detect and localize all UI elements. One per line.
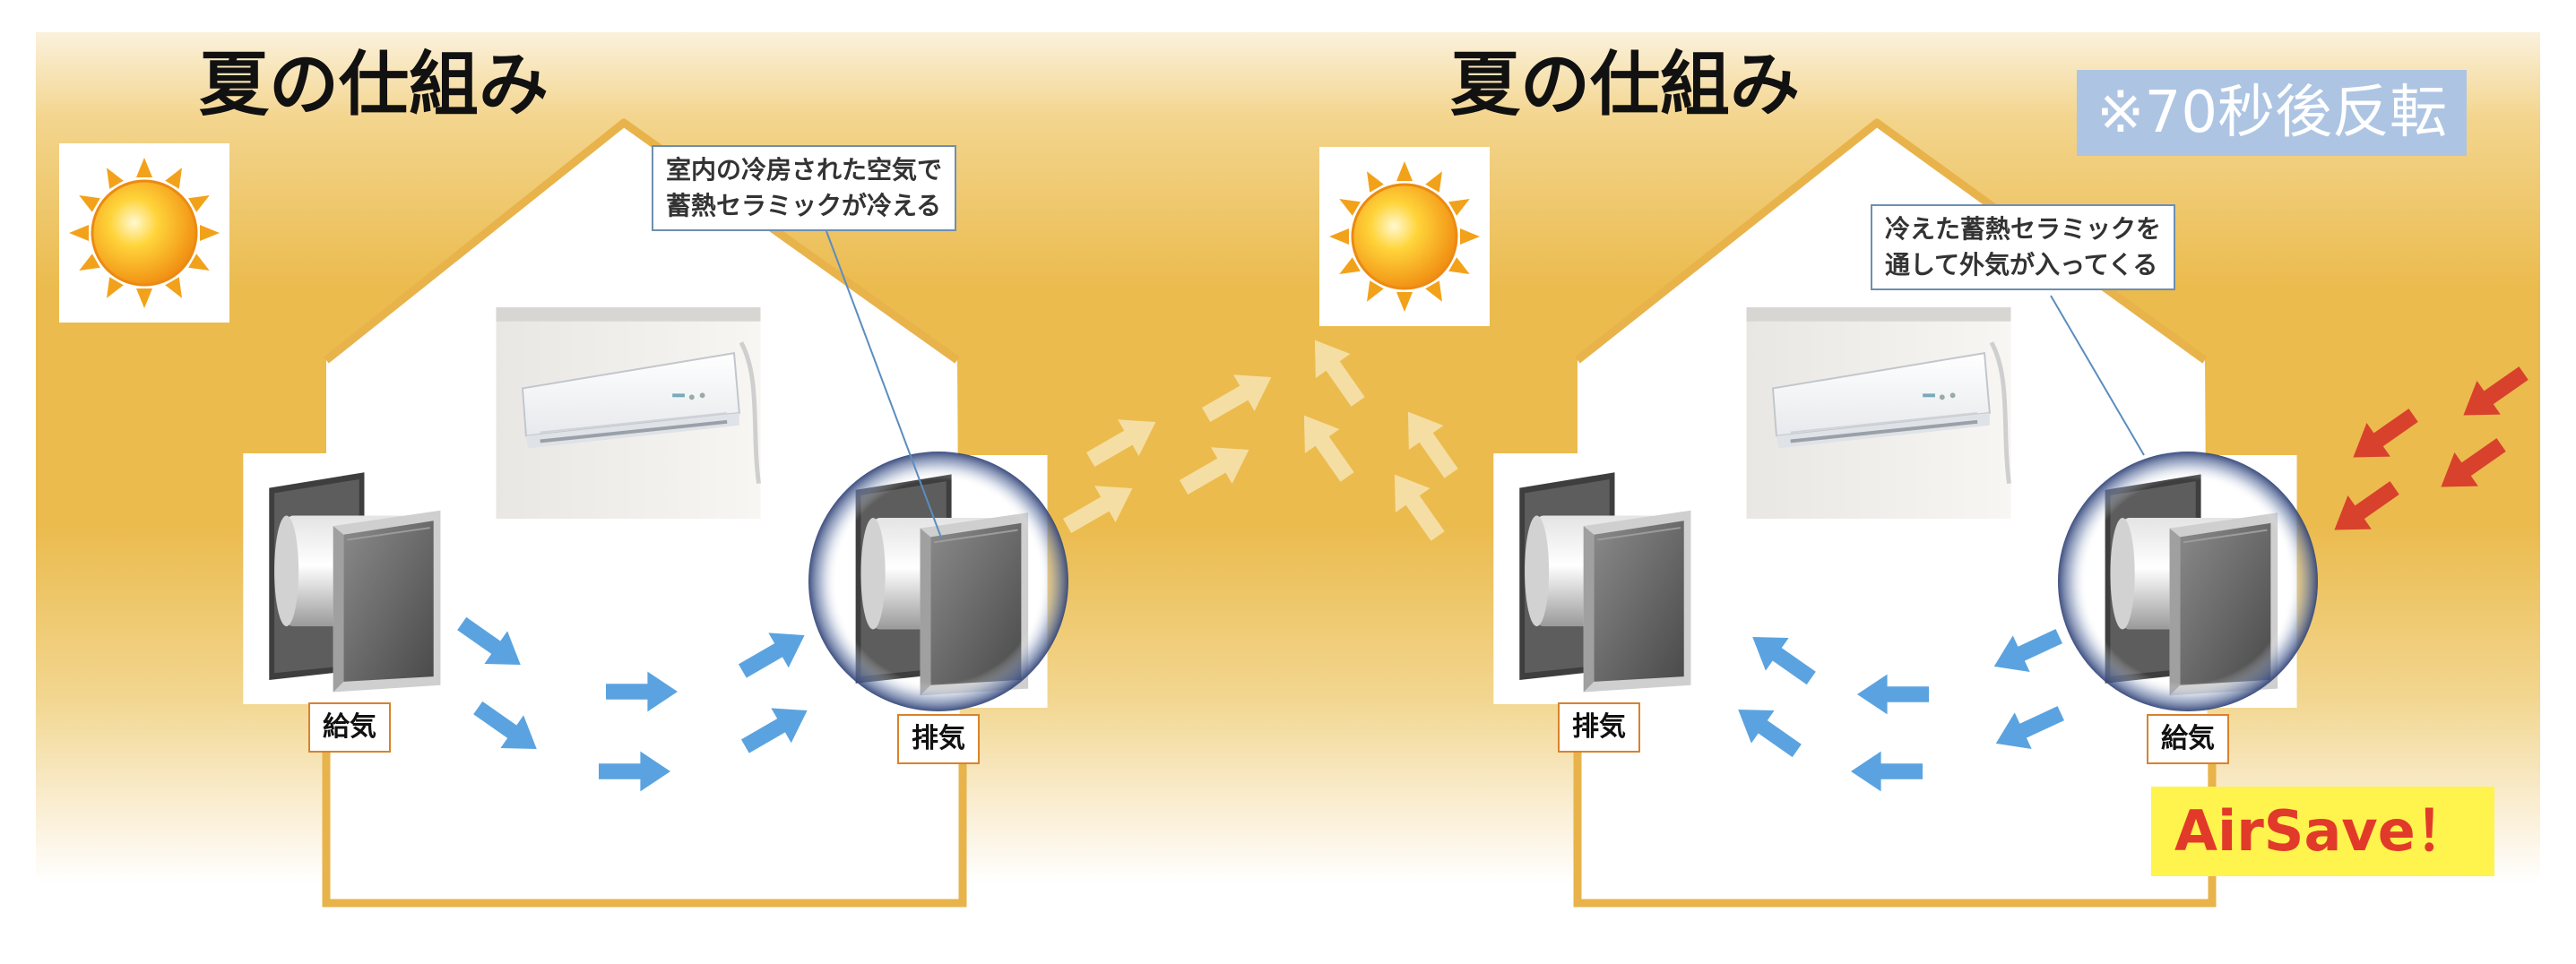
right-outdoor-airflow	[2322, 356, 2536, 547]
arrow	[1286, 403, 1365, 489]
sun-icon	[1319, 147, 1490, 326]
left-title: 夏の仕組み	[199, 45, 549, 125]
arrow	[2429, 427, 2513, 504]
left-callout-line2: 蓄熱セラミックが冷える	[666, 191, 942, 220]
right-callout-leader	[2050, 295, 2145, 456]
right-ventilation-unit-exhaust	[1492, 453, 1711, 704]
left-exhaust-label: 排気	[897, 714, 980, 764]
right-ventilation-unit-supply	[2058, 452, 2318, 711]
center-exhaust-airflow	[1056, 328, 1469, 548]
left-callout: 室内の冷房された空気で 蓄熱セラミックが冷える	[652, 145, 957, 231]
left-supply-label: 給気	[308, 702, 391, 753]
brand-label: AirSave！	[2151, 787, 2494, 876]
right-callout: 冷えた蓄熱セラミックを 通して外気が入ってくる	[1871, 204, 2176, 290]
left-ventilation-unit-supply	[242, 453, 461, 704]
right-callout-line1: 冷えた蓄熱セラミックを	[1885, 214, 2162, 244]
left-callout-line1: 室内の冷房された空気で	[666, 155, 943, 185]
right-air-conditioner	[1747, 307, 2011, 519]
left-callout-leader	[826, 230, 942, 538]
arrow	[1390, 400, 1469, 486]
reversal-notice: ※70秒後反転	[2077, 70, 2468, 156]
right-title: 夏の仕組み	[1450, 45, 1801, 125]
right-callout-line2: 通して外気が入ってくる	[1885, 250, 2158, 280]
right-supply-label: 給気	[2147, 714, 2229, 764]
arrow	[1195, 358, 1283, 434]
sun-icon	[59, 143, 229, 323]
arrow	[1079, 403, 1167, 478]
arrow	[2341, 398, 2425, 475]
left-ventilation-unit-exhaust	[808, 452, 1068, 711]
right-exhaust-label: 排気	[1558, 702, 1640, 753]
arrow	[1172, 431, 1260, 506]
arrow	[1297, 328, 1376, 414]
arrow	[2451, 356, 2536, 433]
left-air-conditioner	[497, 307, 761, 519]
arrow	[2322, 470, 2407, 547]
arrow	[1056, 469, 1144, 545]
